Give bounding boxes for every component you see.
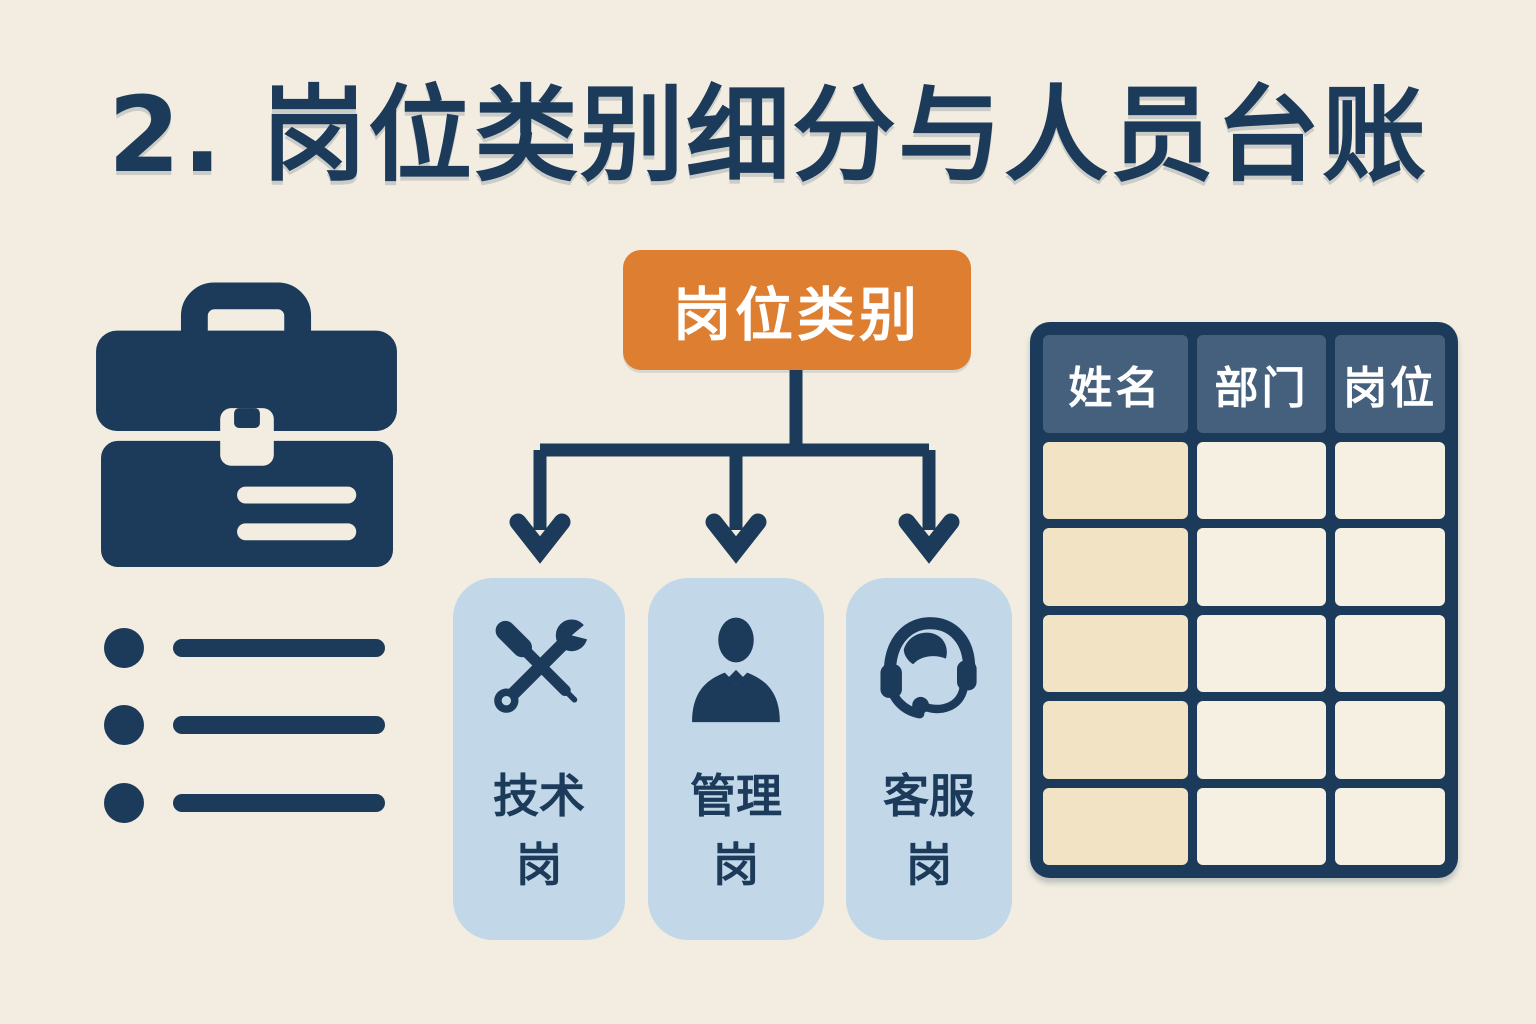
table-cell (1196, 442, 1327, 520)
flowchart-card-label: 技术岗 (492, 769, 585, 892)
table-cell (1196, 701, 1327, 779)
flowchart-root-node: 岗位类别 (623, 250, 971, 370)
briefcase-icon (96, 282, 397, 568)
table-cell (1043, 442, 1188, 520)
page-title: 2. 岗位类别细分与人员台账 (107, 74, 1429, 196)
table-header-post: 岗位 (1335, 335, 1445, 433)
flowchart-card-label: 客服岗 (882, 769, 975, 892)
checklist-icon (104, 628, 385, 823)
manager-icon (692, 617, 780, 723)
table-cell (1335, 442, 1445, 520)
table-cell (1335, 614, 1445, 693)
flowchart-card-technical: 技术岗 (453, 578, 625, 940)
table-cell (1043, 528, 1188, 606)
table-cell (1335, 701, 1445, 779)
table-header-name: 姓名 (1043, 335, 1188, 433)
flowchart-card-label: 管理岗 (689, 769, 782, 892)
table-cell (1043, 614, 1188, 693)
table-header-department: 部门 (1196, 335, 1327, 433)
flowchart-root-label: 岗位类别 (672, 281, 921, 349)
tools-icon (494, 615, 595, 713)
headset-icon (880, 617, 977, 719)
table-cell (1196, 614, 1327, 693)
table-cell (1043, 701, 1188, 779)
table-cell (1196, 787, 1327, 865)
table-cell (1335, 787, 1445, 865)
flowchart-connector-arrows (509, 370, 960, 564)
table-cell (1043, 787, 1188, 865)
table-cell (1196, 528, 1327, 606)
table-cell (1335, 528, 1445, 606)
flowchart-card-management: 管理岗 (648, 578, 824, 940)
flowchart-card-service: 客服岗 (846, 578, 1012, 940)
personnel-ledger-table: 姓名 部门 岗位 (1030, 322, 1458, 878)
